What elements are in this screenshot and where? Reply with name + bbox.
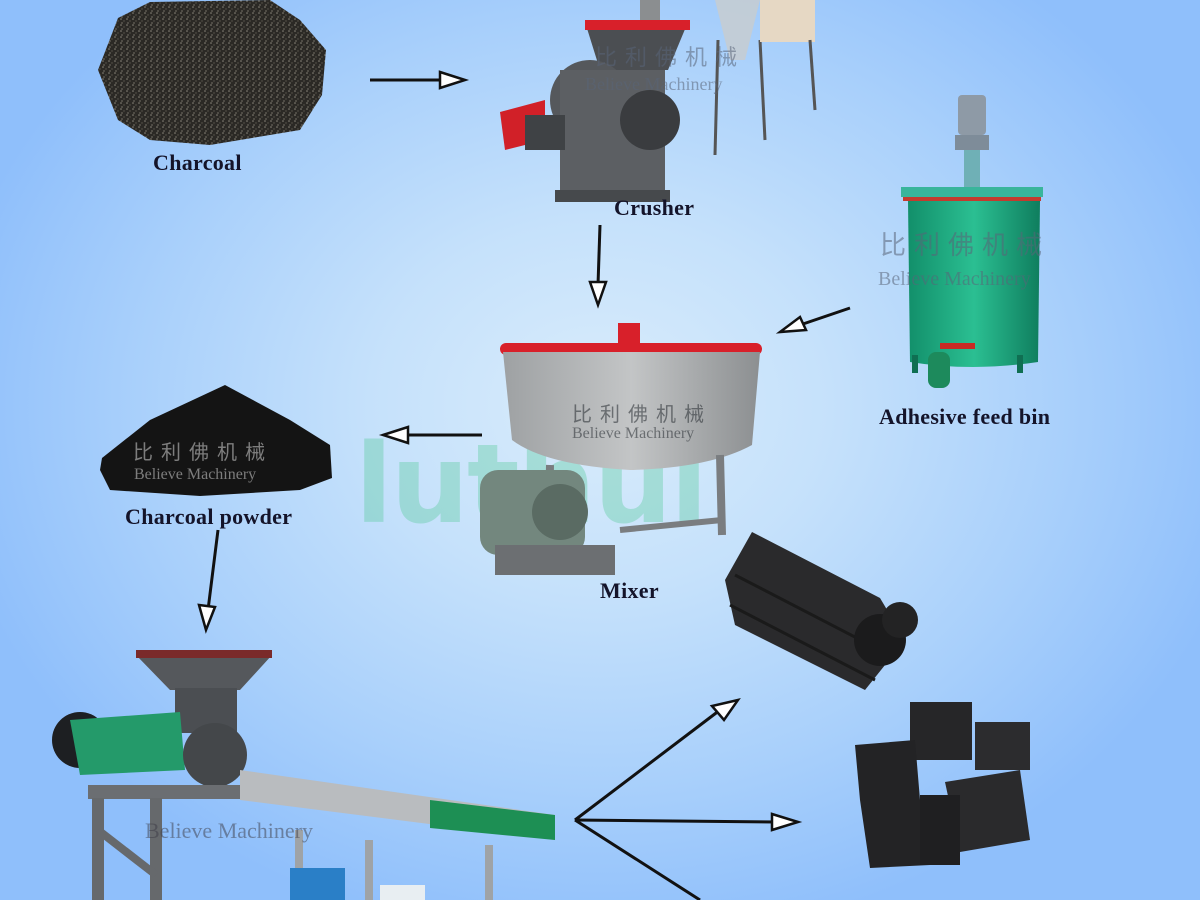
label-charcoal: Charcoal (153, 150, 242, 175)
brand-watermark-en: Believe Machinery (572, 425, 695, 442)
arrow-head-left-icon (775, 315, 808, 334)
brand-watermark-en: Believe Machinery (585, 74, 723, 94)
crusher-machine (500, 0, 817, 202)
brand-watermark-cn: 比利佛机械 (880, 231, 1051, 261)
label-adhesive-feed-bin: Adhesive feed bin (879, 404, 1051, 429)
hexagonal-briquettes (725, 532, 918, 690)
arrow-head-down-icon (588, 280, 608, 309)
brand-watermark-cn: 比利佛机械 (572, 402, 712, 426)
label-mixer: Mixer (600, 578, 659, 603)
cube-briquettes (855, 702, 1030, 868)
brand-watermark-cn: 比利佛机械 (133, 440, 273, 464)
adhesive-feed-bin (901, 95, 1043, 388)
flow-arrows (206, 78, 851, 900)
arrow-heads (197, 70, 808, 832)
arrow-head-up-right-icon (709, 698, 741, 723)
arrow-head-down-icon (197, 603, 217, 634)
label-charcoal-powder: Charcoal powder (125, 504, 293, 529)
arrow-head-left-icon (378, 425, 410, 445)
mixer-machine (480, 323, 762, 575)
charcoal-powder-pile (100, 385, 332, 496)
brand-watermark-cn: 比利佛机械 (595, 46, 746, 71)
arrow-head-right-icon (770, 812, 803, 832)
brand-watermark-en: Believe Machinery (878, 268, 1031, 290)
charcoal-pile (98, 0, 326, 145)
extruder-machine (52, 650, 555, 900)
brand-watermark-en: Believe Machinery (134, 466, 257, 483)
arrow-head-right-icon (438, 70, 470, 90)
brand-watermark-en: Believe Machinery (145, 818, 313, 843)
label-crusher: Crusher (614, 195, 695, 220)
